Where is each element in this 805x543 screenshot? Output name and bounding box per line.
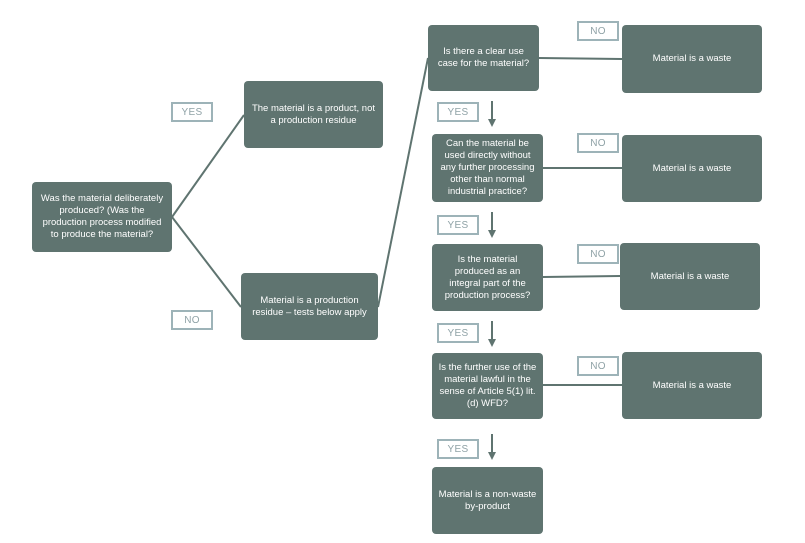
- question-direct-use-node: Can the material be used directly withou…: [432, 134, 543, 202]
- no-tag-q3: NO: [577, 244, 619, 264]
- question-clear-use-node: Is there a clear use case for the materi…: [428, 25, 539, 91]
- non-waste-byproduct-node: Material is a non-waste by-product: [432, 467, 543, 534]
- connector-q1-to-waste: [538, 57, 623, 60]
- waste-outcome-node-3: Material is a waste: [620, 243, 760, 310]
- connector-start-to-product: [171, 114, 245, 218]
- product-outcome-node: The material is a product, not a product…: [244, 81, 383, 148]
- no-tag-q1: NO: [577, 21, 619, 41]
- waste-outcome-node-1: Material is a waste: [622, 25, 762, 93]
- no-tag-residue: NO: [171, 310, 213, 330]
- yes-tag-q2: YES: [437, 215, 479, 235]
- no-tag-q2: NO: [577, 133, 619, 153]
- no-tag-q4: NO: [577, 356, 619, 376]
- question-lawful-use-node: Is the further use of the material lawfu…: [432, 353, 543, 419]
- yes-tag-q1: YES: [437, 102, 479, 122]
- connector-q3-to-waste: [542, 275, 621, 278]
- start-question-node: Was the material deliberately produced? …: [32, 182, 172, 252]
- question-integral-part-node: Is the material produced as an integral …: [432, 244, 543, 311]
- connector-residue-to-q1: [377, 57, 429, 308]
- yes-tag-product: YES: [171, 102, 213, 122]
- waste-outcome-node-2: Material is a waste: [622, 135, 762, 202]
- production-residue-node: Material is a production residue – tests…: [241, 273, 378, 340]
- connector-start-to-residue: [171, 216, 242, 308]
- yes-tag-q4: YES: [437, 439, 479, 459]
- yes-tag-q3: YES: [437, 323, 479, 343]
- waste-outcome-node-4: Material is a waste: [622, 352, 762, 419]
